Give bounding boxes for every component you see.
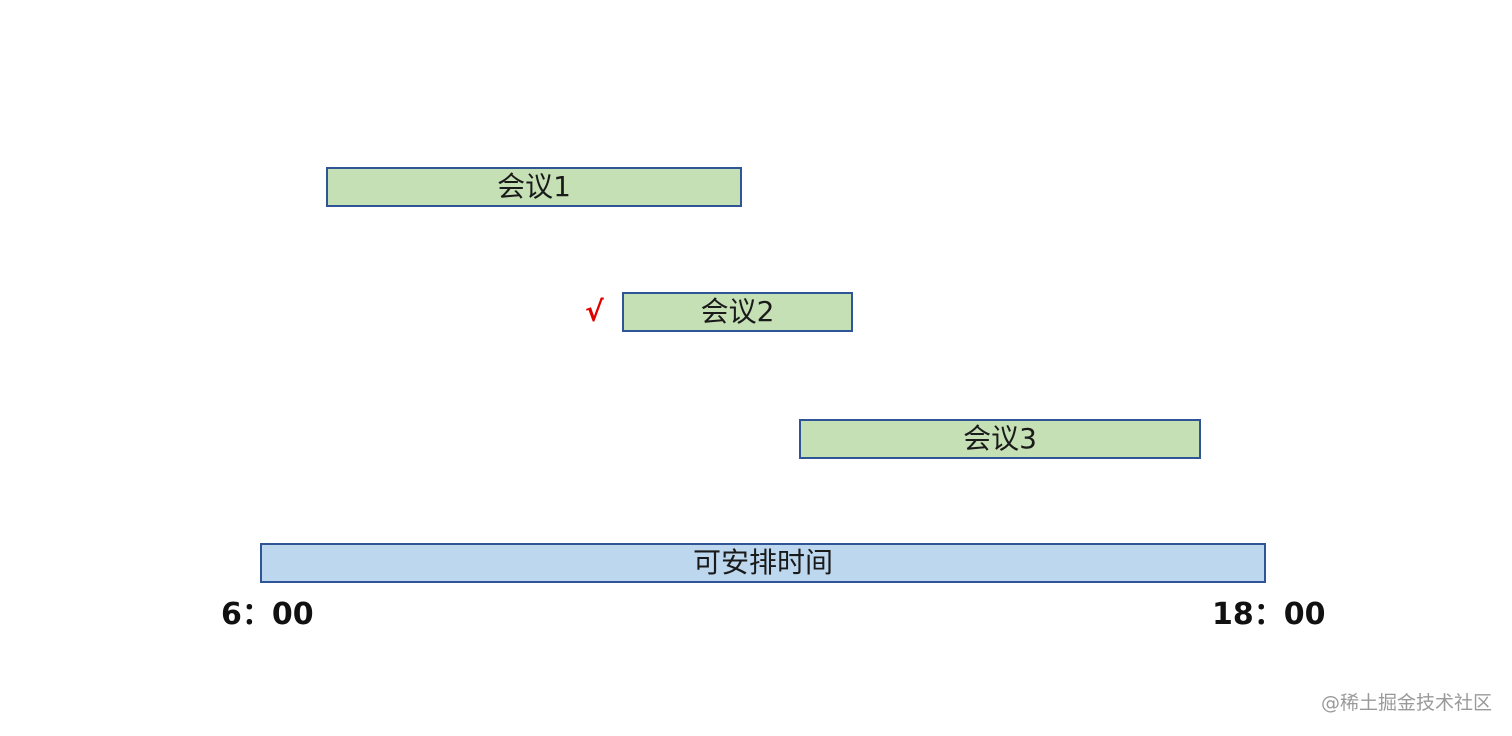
meeting-2-bar: 会议2 bbox=[622, 292, 853, 332]
end-time-label: 18：00 bbox=[1212, 597, 1326, 632]
meeting-3-label: 会议3 bbox=[963, 422, 1037, 455]
meeting-3-bar: 会议3 bbox=[799, 419, 1201, 459]
meeting-1-bar: 会议1 bbox=[326, 167, 742, 207]
meeting-2-label: 会议2 bbox=[700, 295, 775, 328]
check-mark-icon: √ bbox=[585, 295, 604, 328]
available-time-bar: 可安排时间 bbox=[260, 543, 1266, 583]
available-time-label: 可安排时间 bbox=[692, 546, 833, 579]
meeting-1-label: 会议1 bbox=[497, 170, 571, 203]
start-time-label: 6：00 bbox=[221, 597, 314, 632]
watermark-text: @稀土掘金技术社区 bbox=[1320, 692, 1492, 714]
